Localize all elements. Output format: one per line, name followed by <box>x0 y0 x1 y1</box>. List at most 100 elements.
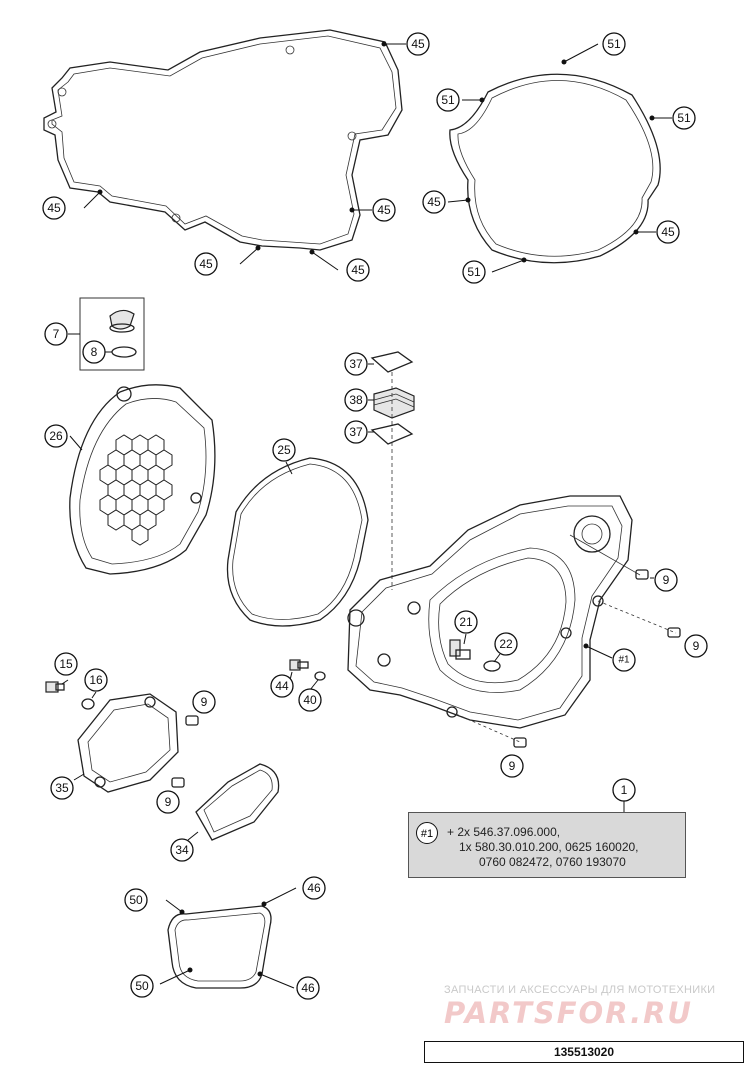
svg-text:50: 50 <box>129 893 143 907</box>
callout-45-bottom-left: 45 <box>194 252 218 276</box>
leader-lines <box>61 41 672 989</box>
kit-note-box: #1 + 2x 546.37.096.000, 1x 580.30.010.20… <box>408 812 686 878</box>
svg-text:46: 46 <box>301 981 315 995</box>
svg-text:45: 45 <box>199 257 213 271</box>
callout-9-c: 9 <box>500 754 524 778</box>
svg-text:8: 8 <box>91 345 98 359</box>
callout-45-bottom-mid: 45 <box>346 258 370 282</box>
water-pump-gasket-34 <box>195 763 280 841</box>
callout-ref-1: #1 <box>612 648 636 672</box>
callout-37-bottom: 37 <box>344 420 368 444</box>
svg-text:9: 9 <box>201 695 208 709</box>
svg-text:51: 51 <box>607 37 621 51</box>
note-line-3: 0760 082472, 0760 193070 <box>479 855 626 869</box>
callout-38: 38 <box>344 388 368 412</box>
callout-9-d: 9 <box>192 690 216 714</box>
svg-text:37: 37 <box>349 425 363 439</box>
svg-text:#1: #1 <box>618 655 630 666</box>
svg-text:16: 16 <box>89 673 103 687</box>
callout-45-right-gasket-left: 45 <box>422 190 446 214</box>
callout-15: 15 <box>54 652 78 676</box>
screw-44 <box>289 659 309 671</box>
callout-16: 16 <box>84 668 108 692</box>
callout-51-left: 51 <box>436 88 460 112</box>
svg-text:51: 51 <box>467 265 481 279</box>
svg-text:9: 9 <box>663 573 670 587</box>
callout-50-top: 50 <box>124 888 148 912</box>
callout-9-e: 9 <box>156 790 180 814</box>
svg-text:45: 45 <box>377 203 391 217</box>
svg-text:44: 44 <box>275 679 289 693</box>
note-line-1: + 2x 546.37.096.000, <box>447 825 561 839</box>
svg-text:25: 25 <box>277 443 291 457</box>
svg-text:1: 1 <box>621 783 628 797</box>
callout-25: 25 <box>272 438 296 462</box>
svg-text:15: 15 <box>59 657 73 671</box>
callout-45-mid-right: 45 <box>372 198 396 222</box>
svg-text:45: 45 <box>411 37 425 51</box>
svg-text:45: 45 <box>661 225 675 239</box>
callout-44: 44 <box>270 674 294 698</box>
callout-51-right: 51 <box>672 106 696 130</box>
svg-text:34: 34 <box>175 843 189 857</box>
callout-45-right-gasket-right: 45 <box>656 220 680 244</box>
diagram-number: 135513020 <box>424 1041 744 1063</box>
outer-clutch-cover-26 <box>69 384 216 575</box>
plug-21 <box>449 639 471 660</box>
gasket-45-clutch-cover <box>43 29 403 251</box>
svg-text:51: 51 <box>441 93 455 107</box>
callout-1: 1 <box>612 778 636 802</box>
svg-text:37: 37 <box>349 357 363 371</box>
svg-text:21: 21 <box>459 615 473 629</box>
callout-35: 35 <box>50 776 74 800</box>
water-pump-cover-35 <box>77 693 199 793</box>
callout-46-top: 46 <box>302 876 326 900</box>
svg-text:9: 9 <box>509 759 516 773</box>
clutch-cover-main <box>347 495 677 743</box>
svg-text:51: 51 <box>677 111 691 125</box>
callout-7: 7 <box>44 322 68 346</box>
callout-21: 21 <box>454 610 478 634</box>
svg-text:40: 40 <box>303 693 317 707</box>
callout-8: 8 <box>82 340 106 364</box>
svg-text:9: 9 <box>165 795 172 809</box>
cover-gasket-25 <box>226 457 369 627</box>
svg-text:45: 45 <box>351 263 365 277</box>
callout-34: 34 <box>170 838 194 862</box>
o-ring-16 <box>81 698 95 710</box>
gasket-51-ignition-cover <box>449 73 661 264</box>
gasket-stack-37-38 <box>370 351 415 590</box>
svg-text:7: 7 <box>53 327 60 341</box>
svg-text:9: 9 <box>693 639 700 653</box>
plug-15 <box>45 681 65 693</box>
svg-text:35: 35 <box>55 781 69 795</box>
svg-text:50: 50 <box>135 979 149 993</box>
bolt-9-c <box>513 737 527 748</box>
callout-45-left: 45 <box>42 196 66 220</box>
svg-text:22: 22 <box>499 637 513 651</box>
callout-51-top: 51 <box>602 32 626 56</box>
note-ref-badge: #1 <box>416 822 438 844</box>
callout-37-top: 37 <box>344 352 368 376</box>
callout-9-b: 9 <box>684 634 708 658</box>
callout-22: 22 <box>494 632 518 656</box>
callout-9-a: 9 <box>654 568 678 592</box>
note-line-2: 1x 580.30.010.200, 0625 160020, <box>459 840 639 854</box>
callout-45-top: 45 <box>406 32 430 56</box>
watermark-tagline: ЗАПЧАСТИ И АКСЕССУАРЫ ДЛЯ МОТОТЕХНИКИ <box>444 984 716 996</box>
callout-50-bottom: 50 <box>130 974 154 998</box>
callout-51-bottom: 51 <box>462 260 486 284</box>
watermark-brand: PARTSFOR.RU <box>444 996 693 1030</box>
callout-40: 40 <box>298 688 322 712</box>
svg-text:45: 45 <box>47 201 61 215</box>
svg-text:26: 26 <box>49 429 63 443</box>
svg-text:46: 46 <box>307 881 321 895</box>
bolt-9-a <box>635 569 649 580</box>
washer-40 <box>314 671 326 681</box>
callout-46-bottom: 46 <box>296 976 320 1000</box>
callout-26: 26 <box>44 424 68 448</box>
svg-text:45: 45 <box>427 195 441 209</box>
gasket-50-46 <box>167 905 272 989</box>
svg-text:38: 38 <box>349 393 363 407</box>
